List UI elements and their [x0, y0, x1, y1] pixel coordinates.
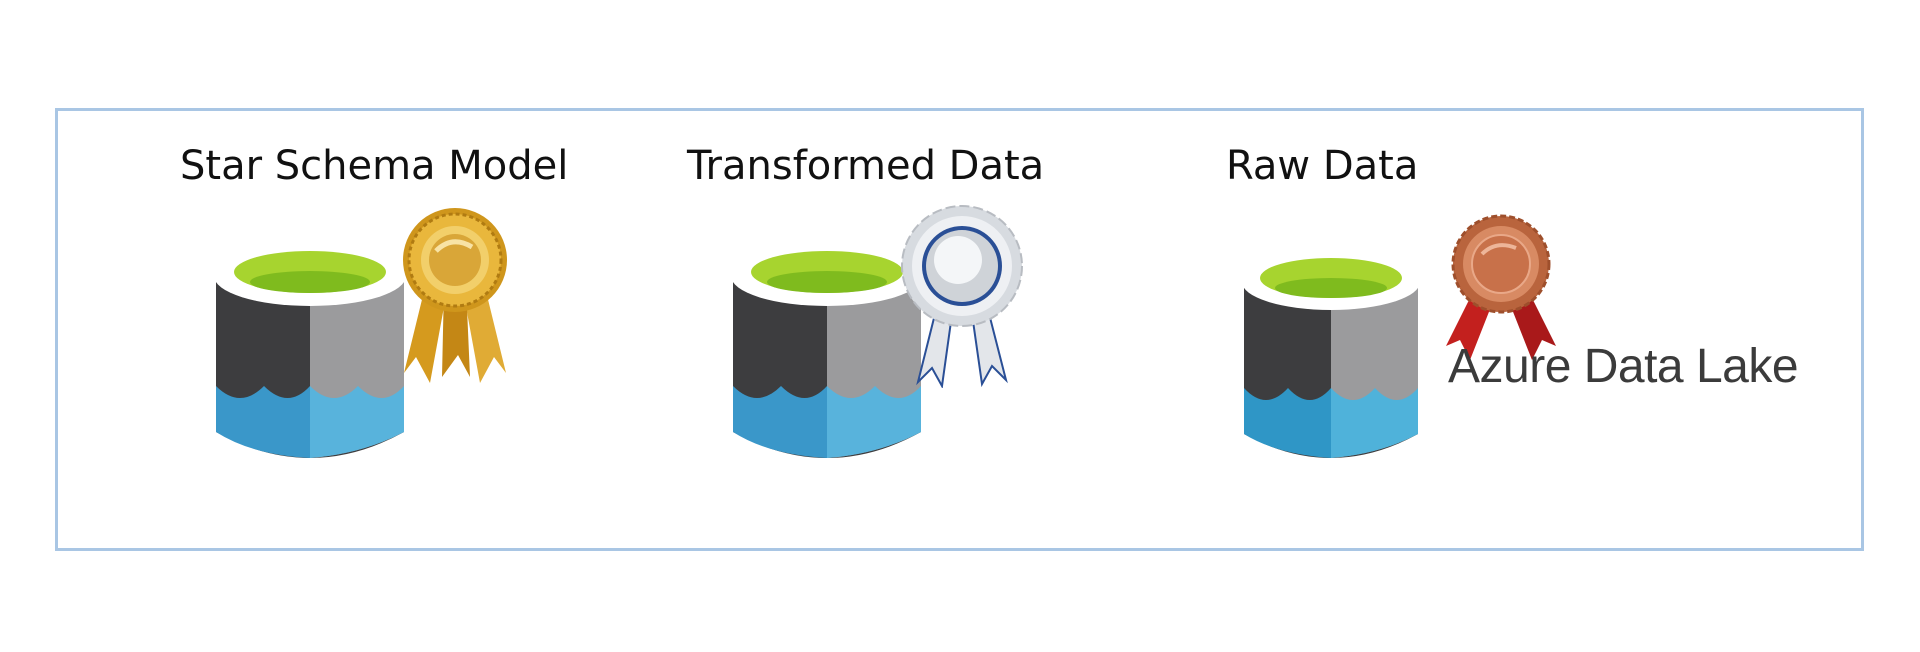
diagram-frame — [55, 108, 1864, 551]
gold-rosette-icon — [403, 208, 507, 383]
azure-data-lake-label: Azure Data Lake — [1448, 340, 1799, 393]
silver-rosette-icon — [901, 205, 1023, 388]
tier-title-raw-data: Raw Data — [1226, 143, 1419, 189]
azure-data-lake-cylinder-icon — [214, 246, 406, 458]
tier-title-star-schema: Star Schema Model — [180, 143, 569, 189]
azure-data-lake-cylinder-icon — [1242, 254, 1420, 458]
azure-data-lake-cylinder-icon — [731, 246, 923, 458]
bronze-medal-icon — [1446, 214, 1556, 360]
tier-title-transformed-data: Transformed Data — [687, 143, 1045, 189]
